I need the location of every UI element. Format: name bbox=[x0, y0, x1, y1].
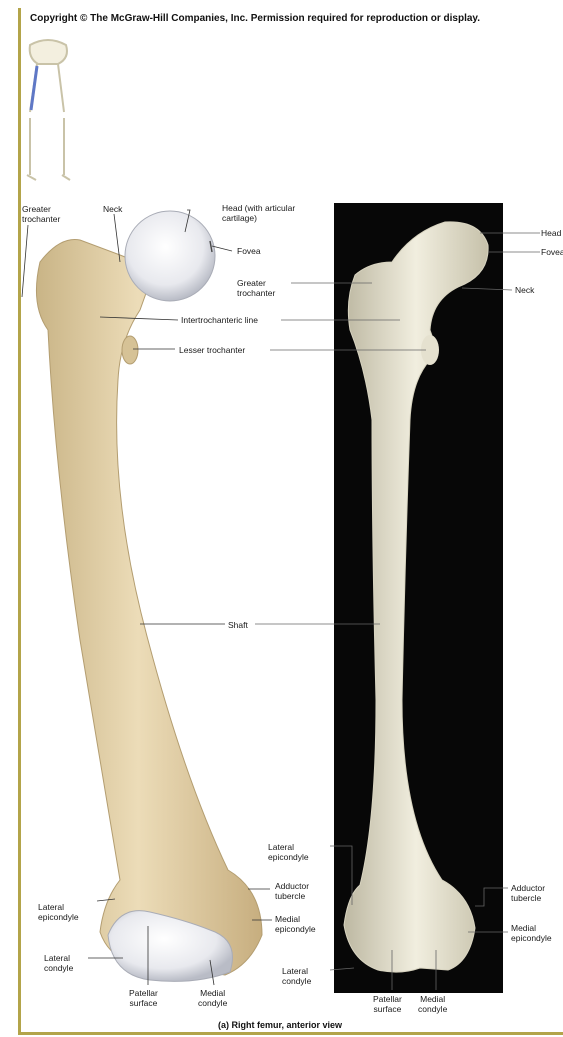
label-fovea-right: Fovea bbox=[541, 247, 563, 257]
label-intertrochanteric-line: Intertrochanteric line bbox=[181, 315, 258, 325]
label-lateral-condyle-right: Lateral condyle bbox=[282, 966, 311, 986]
label-adductor-tubercle-right: Adductor tubercle bbox=[511, 883, 545, 903]
label-fovea: Fovea bbox=[237, 246, 261, 256]
label-head-right: Head bbox=[541, 228, 561, 238]
label-neck: Neck bbox=[103, 204, 122, 214]
label-adductor-tubercle: Adductor tubercle bbox=[275, 881, 309, 901]
label-lesser-trochanter: Lesser trochanter bbox=[179, 345, 245, 355]
label-lateral-condyle: Lateral condyle bbox=[44, 953, 73, 973]
highlighted-femur-marker bbox=[31, 66, 37, 110]
left-femur-drawing bbox=[36, 211, 262, 981]
label-head: Head (with articular cartilage) bbox=[222, 203, 295, 223]
figure-caption: (a) Right femur, anterior view bbox=[218, 1020, 342, 1030]
label-neck-right: Neck bbox=[515, 285, 534, 295]
copyright-notice: Copyright © The McGraw-Hill Companies, I… bbox=[30, 13, 480, 24]
label-medial-condyle-right: Medial condyle bbox=[418, 994, 447, 1014]
label-lateral-epicondyle-right: Lateral epicondyle bbox=[268, 842, 309, 862]
label-patellar-surface-right: Patellar surface bbox=[373, 994, 402, 1014]
label-lateral-epicondyle: Lateral epicondyle bbox=[38, 902, 79, 922]
skeleton-thumbnail bbox=[27, 40, 70, 180]
label-medial-epicondyle-right: Medial epicondyle bbox=[511, 923, 552, 943]
label-medial-condyle: Medial condyle bbox=[198, 988, 227, 1008]
label-shaft: Shaft bbox=[228, 620, 248, 630]
label-patellar-surface: Patellar surface bbox=[129, 988, 158, 1008]
label-greater-trochanter-right: Greater trochanter bbox=[237, 278, 275, 298]
label-medial-epicondyle: Medial epicondyle bbox=[275, 914, 316, 934]
label-greater-trochanter: Greater trochanter bbox=[22, 204, 60, 224]
